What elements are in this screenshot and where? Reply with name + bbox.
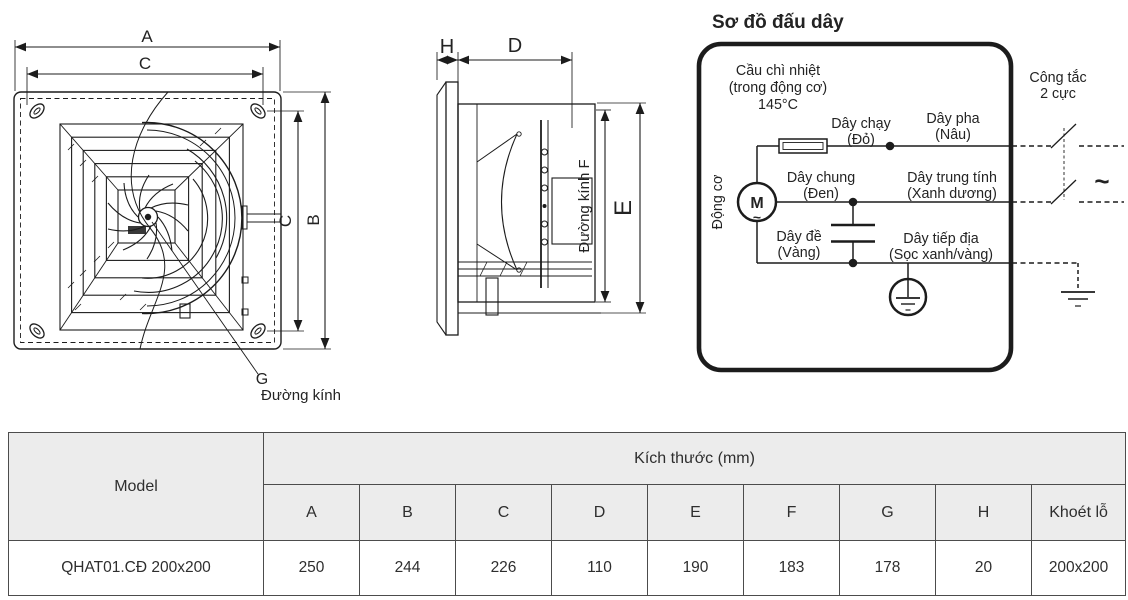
fan-impeller (107, 91, 243, 350)
corner-screw-slot (29, 103, 45, 119)
model-value-cell: QHAT01.CĐ 200x200 (8, 540, 264, 596)
col-header-e: E (647, 484, 744, 541)
thermal-fuse-label: Cầu chì nhiệt (736, 63, 820, 79)
switch-label: 2 cực (1040, 86, 1076, 102)
col-header-a: A (263, 484, 360, 541)
junction-dot (848, 258, 858, 268)
motor-ac-symbol: ~ (753, 209, 761, 225)
start-wire-color: (Vàng) (778, 245, 821, 261)
louver-grille (59, 123, 244, 331)
front-dimensions (14, 40, 331, 375)
dim-label-h: H (440, 36, 454, 58)
value-c: 226 (455, 540, 552, 596)
diameter-label: Đường kính (261, 387, 341, 404)
phase-wire-color: (Nâu) (935, 127, 971, 143)
corner-screw-slot (29, 323, 45, 339)
external-wiring (1012, 128, 1124, 290)
corner-screw-slot (250, 103, 266, 119)
col-header-c: C (455, 484, 552, 541)
motor-m-symbol: M (750, 195, 763, 212)
thermal-fuse-label: (trong động cơ) (729, 80, 827, 96)
wiring-box (696, 41, 1014, 373)
value-f: 183 (743, 540, 840, 596)
table-data-row: QHAT01.CĐ 200x200 250 244 226 110 190 18… (8, 540, 1127, 596)
value-h: 20 (935, 540, 1032, 596)
earth-symbol (888, 277, 928, 317)
wiring-diagram: Sơ đồ đấu dây (696, 12, 1124, 373)
side-view-drawing: H D Đường kính F E (436, 35, 646, 336)
junction-dot (885, 141, 895, 151)
col-header-g: G (839, 484, 936, 541)
motor-block (551, 177, 593, 245)
dim-label-g: G (256, 371, 268, 388)
value-d: 110 (551, 540, 648, 596)
thermal-fuse-symbol (778, 138, 828, 154)
dim-label-d: D (508, 35, 522, 57)
dim-label-c-top: C (139, 54, 151, 73)
thermal-fuse-temp: 145°C (758, 97, 798, 113)
value-g: 178 (839, 540, 936, 596)
ac-source-symbol: ~ (1094, 166, 1109, 196)
switch-blades (1050, 123, 1077, 205)
dim-label-f: Đường kính F (576, 159, 593, 252)
table-subheader-row: A B C D E F G H Khoét lỗ (9, 484, 1127, 541)
fan-blades (107, 148, 228, 293)
col-header-h: H (935, 484, 1032, 541)
col-header-cutout: Khoét lỗ (1030, 484, 1127, 541)
neutral-wire-color: (Xanh dương) (907, 186, 997, 202)
dim-label-c-right: C (276, 215, 295, 227)
fan-front-panel (13, 91, 282, 350)
motor-label: Động cơ (710, 175, 726, 230)
dim-label-a: A (141, 27, 153, 46)
col-header-f: F (743, 484, 840, 541)
ground-symbol (1061, 291, 1095, 307)
value-cutout: 200x200 (1030, 540, 1127, 596)
dim-label-b: B (304, 214, 323, 225)
phase-wire-label: Dây pha (926, 111, 979, 127)
front-view-drawing: A C C B G Đường kính (13, 27, 341, 404)
corner-screw-slot (250, 323, 266, 339)
table-header-row: Model Kích thước (mm) (8, 432, 1127, 541)
col-header-b: B (359, 484, 456, 541)
value-a: 250 (263, 540, 360, 596)
size-header-cell: Kích thước (mm) (262, 432, 1127, 485)
junction-dot (848, 197, 858, 207)
switch-label: Công tắc (1029, 69, 1086, 86)
common-wire-label: Dây chung (787, 170, 855, 186)
model-header-cell: Model (8, 432, 264, 541)
dimension-table: Model Kích thước (mm) A B C D E F G H Kh… (8, 432, 1127, 596)
dimension-table-section: Model Kích thước (mm) A B C D E F G H Kh… (8, 432, 1127, 596)
run-wire-label: Dây chạy (831, 116, 891, 132)
ground-wire-color: (Sọc xanh/vàng) (889, 247, 993, 263)
col-header-d: D (551, 484, 648, 541)
side-dimensions (436, 52, 646, 314)
start-wire-label: Dây đề (776, 229, 821, 245)
wiring-title: Sơ đồ đấu dây (712, 12, 844, 33)
ground-wire-label: Dây tiếp địa (903, 231, 979, 247)
circuit-wires (756, 138, 1010, 297)
value-e: 190 (647, 540, 744, 596)
common-wire-color: (Đen) (803, 186, 839, 202)
neutral-wire-label: Dây trung tính (907, 170, 997, 186)
cutaway-line (130, 91, 169, 350)
value-b: 244 (359, 540, 456, 596)
motor-symbol (736, 181, 778, 223)
dim-label-e: E (610, 200, 637, 216)
run-wire-color: (Đỏ) (847, 132, 875, 148)
